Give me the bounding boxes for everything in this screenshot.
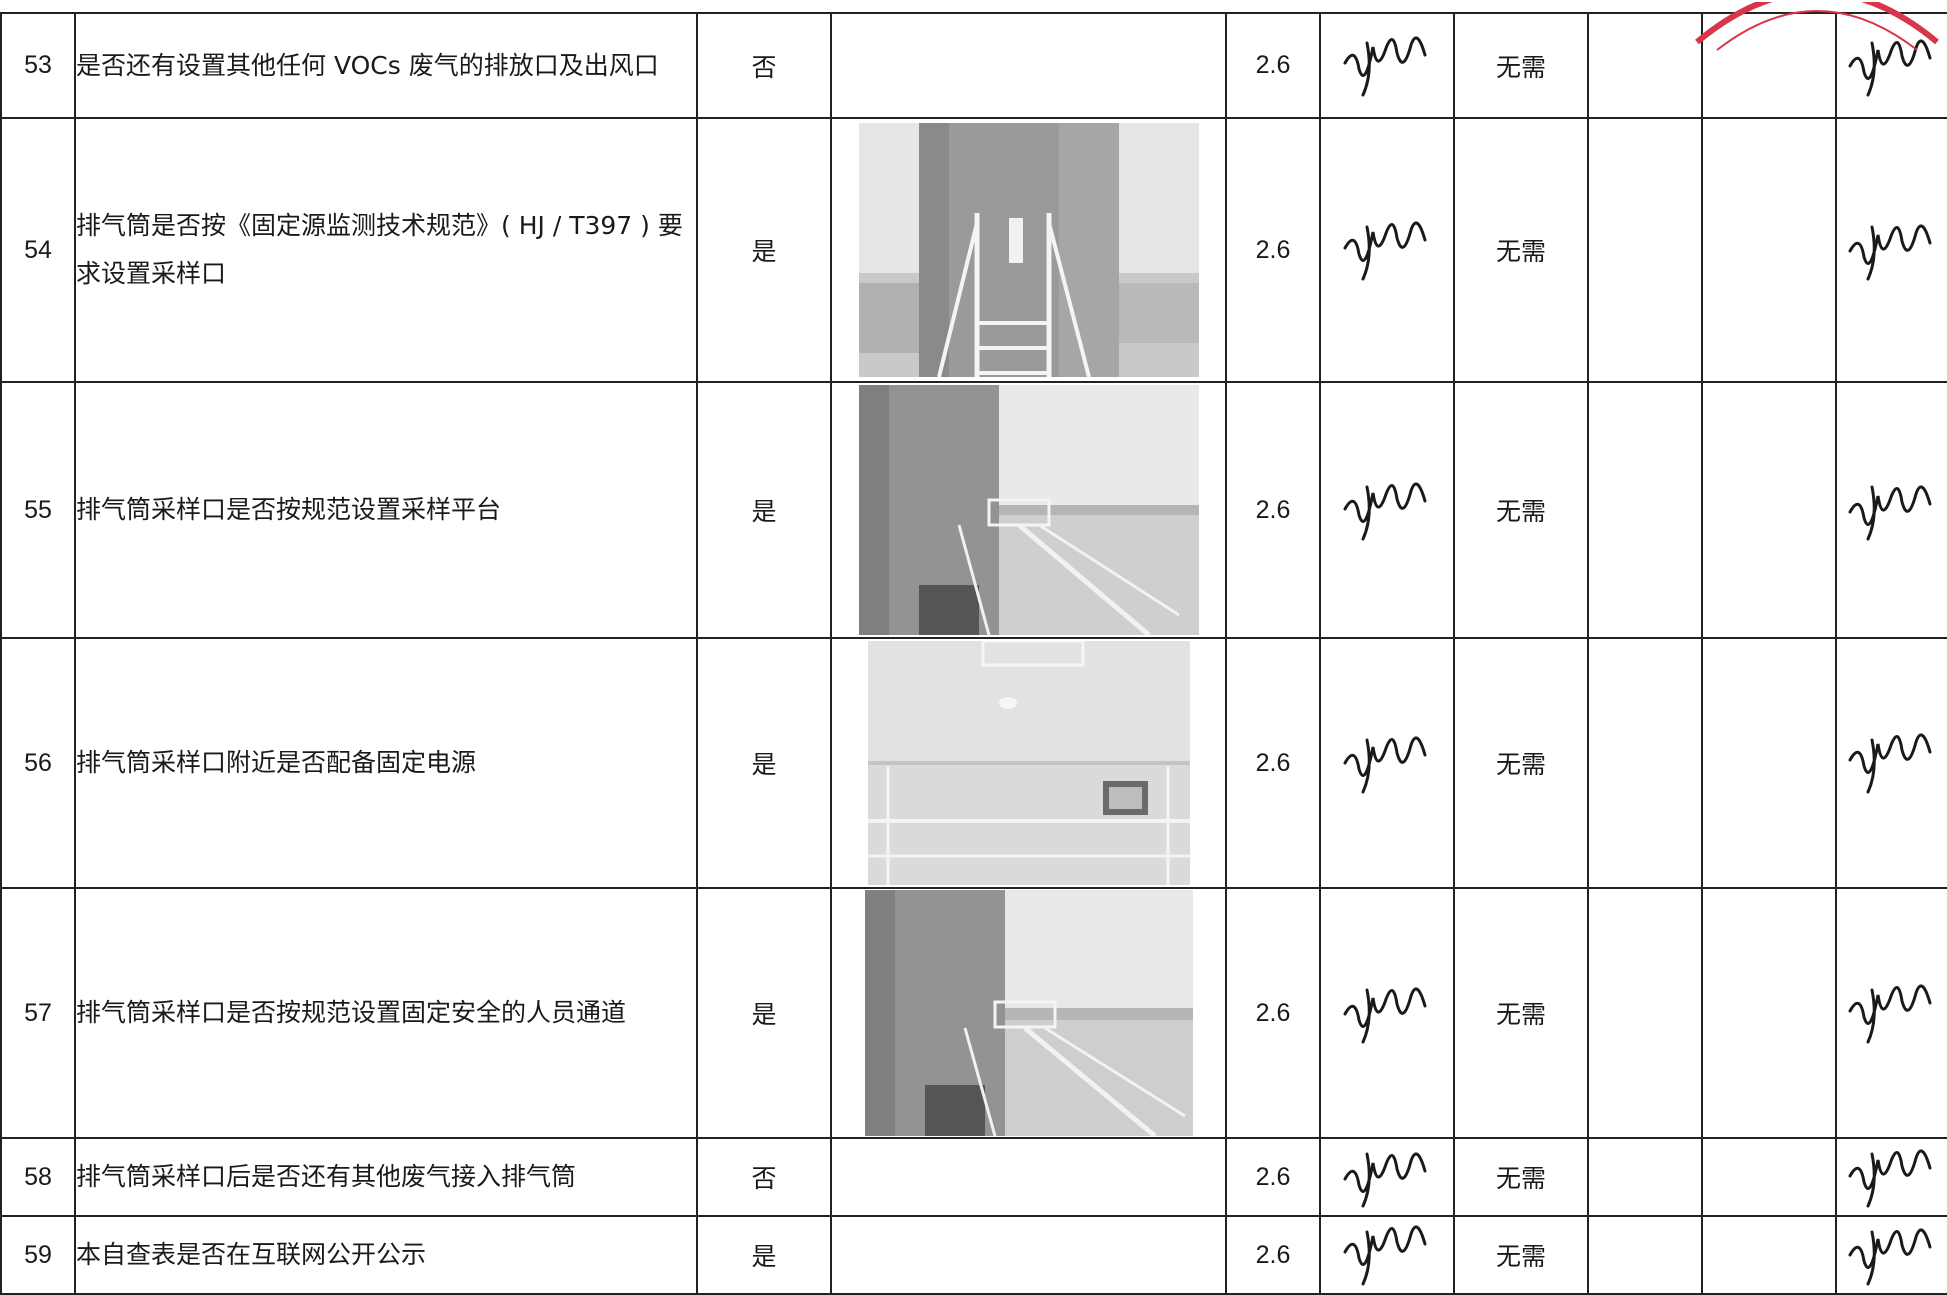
answer-cell: 是 [696, 381, 832, 639]
reviewer-signature-mark [1848, 485, 1932, 541]
row-number: 55 [0, 381, 76, 639]
score-cell: 2.6 [1225, 1215, 1321, 1295]
check-item-text: 本自查表是否在互联网公开公示 [74, 1215, 698, 1295]
row-number: 56 [0, 637, 76, 889]
row-number: 57 [0, 887, 76, 1139]
answer-cell: 否 [696, 12, 832, 119]
photo-cell [830, 1215, 1227, 1295]
blank-cell [1587, 637, 1703, 889]
reviewer-signature-cell [1835, 1215, 1947, 1295]
inspector-signature-cell [1319, 381, 1455, 639]
blank-cell [1587, 887, 1703, 1139]
stack-stairs-photo [864, 890, 1193, 1136]
blank-cell [1701, 1137, 1837, 1217]
check-item-text: 排气筒采样口是否按规范设置采样平台 [74, 381, 698, 639]
blank-cell [1587, 117, 1703, 383]
blank-cell [1701, 887, 1837, 1139]
photo-cell [830, 117, 1227, 383]
table-row: 55 排气筒采样口是否按规范设置采样平台 是 [0, 381, 1947, 639]
answer-cell: 是 [696, 1215, 832, 1295]
row-number: 53 [0, 12, 76, 119]
answer-cell: 否 [696, 1137, 832, 1217]
blank-cell [1587, 1215, 1703, 1295]
remark-cell: 无需 [1453, 381, 1589, 639]
remark-cell: 无需 [1453, 1215, 1589, 1295]
table-row: 59 本自查表是否在互联网公开公示 是 2.6 无需 [0, 1215, 1947, 1295]
reviewer-signature-mark [1848, 984, 1932, 1044]
inspector-signature-mark [1343, 736, 1427, 794]
table-row: 54 排气筒是否按《固定源监测技术规范》( HJ / T397 ) 要求设置采样… [0, 117, 1947, 383]
blank-cell [1701, 117, 1837, 383]
reviewer-signature-cell [1835, 381, 1947, 639]
remark-cell: 无需 [1453, 1137, 1589, 1217]
inspector-signature-mark [1343, 1152, 1427, 1208]
check-item-text: 排气筒是否按《固定源监测技术规范》( HJ / T397 ) 要求设置采样口 [74, 117, 698, 383]
table-row: 56 排气筒采样口附近是否配备固定电源 是 [0, 637, 1947, 889]
inspector-signature-cell [1319, 117, 1455, 383]
photo-cell [830, 887, 1227, 1139]
remark-cell: 无需 [1453, 887, 1589, 1139]
check-item-text: 排气筒采样口附近是否配备固定电源 [74, 637, 698, 889]
inspector-signature-cell [1319, 12, 1455, 119]
blank-cell [1587, 1137, 1703, 1217]
reviewer-signature-mark [1848, 224, 1932, 281]
inspector-signature-mark [1343, 987, 1427, 1044]
table-row: 57 排气筒采样口是否按规范设置固定安全的人员通道 是 [0, 887, 1947, 1139]
inspector-signature-cell [1319, 637, 1455, 889]
inspector-signature-cell [1319, 1137, 1455, 1217]
blank-cell [1587, 381, 1703, 639]
reviewer-signature-cell [1835, 1137, 1947, 1217]
photo-cell [830, 12, 1227, 119]
check-item-text: 是否还有设置其他任何 VOCs 废气的排放口及出风口 [74, 12, 698, 119]
inspector-signature-mark [1343, 35, 1427, 96]
answer-cell: 是 [696, 887, 832, 1139]
power-box-photo [867, 641, 1190, 885]
photo-cell [830, 637, 1227, 889]
reviewer-signature-cell [1835, 637, 1947, 889]
blank-cell [1701, 637, 1837, 889]
inspector-signature-mark [1343, 221, 1427, 281]
answer-cell: 是 [696, 117, 832, 383]
photo-cell [830, 1137, 1227, 1217]
row-number: 54 [0, 117, 76, 383]
stamp-cell [1701, 12, 1837, 119]
inspector-signature-cell [1319, 887, 1455, 1139]
inspector-signature-mark [1343, 1225, 1427, 1286]
self-inspection-table: 53 是否还有设置其他任何 VOCs 废气的排放口及出风口 否 2.6 无需 5… [0, 12, 1947, 1295]
stack-platform-photo [858, 385, 1199, 635]
reviewer-signature-mark [1848, 1149, 1932, 1208]
blank-cell [1587, 12, 1703, 119]
reviewer-signature-cell [1835, 12, 1947, 119]
inspector-signature-cell [1319, 1215, 1455, 1295]
remark-cell: 无需 [1453, 12, 1589, 119]
score-cell: 2.6 [1225, 12, 1321, 119]
table-row: 58 排气筒采样口后是否还有其他废气接入排气筒 否 2.6 无需 [0, 1137, 1947, 1217]
remark-cell: 无需 [1453, 637, 1589, 889]
table-row: 53 是否还有设置其他任何 VOCs 废气的排放口及出风口 否 2.6 无需 [0, 12, 1947, 119]
inspector-signature-mark [1343, 482, 1427, 541]
score-cell: 2.6 [1225, 1137, 1321, 1217]
score-cell: 2.6 [1225, 887, 1321, 1139]
reviewer-signature-cell [1835, 887, 1947, 1139]
row-number: 58 [0, 1137, 76, 1217]
stack-ladder-photo [858, 123, 1199, 377]
remark-cell: 无需 [1453, 117, 1589, 383]
reviewer-signature-mark [1848, 38, 1932, 96]
row-number: 59 [0, 1215, 76, 1295]
score-cell: 2.6 [1225, 637, 1321, 889]
score-cell: 2.6 [1225, 117, 1321, 383]
answer-cell: 是 [696, 637, 832, 889]
blank-cell [1701, 381, 1837, 639]
reviewer-signature-mark [1848, 733, 1932, 794]
blank-cell [1701, 1215, 1837, 1295]
reviewer-signature-cell [1835, 117, 1947, 383]
photo-cell [830, 381, 1227, 639]
check-item-text: 排气筒采样口后是否还有其他废气接入排气筒 [74, 1137, 698, 1217]
check-item-text: 排气筒采样口是否按规范设置固定安全的人员通道 [74, 887, 698, 1139]
reviewer-signature-mark [1848, 1228, 1932, 1286]
score-cell: 2.6 [1225, 381, 1321, 639]
